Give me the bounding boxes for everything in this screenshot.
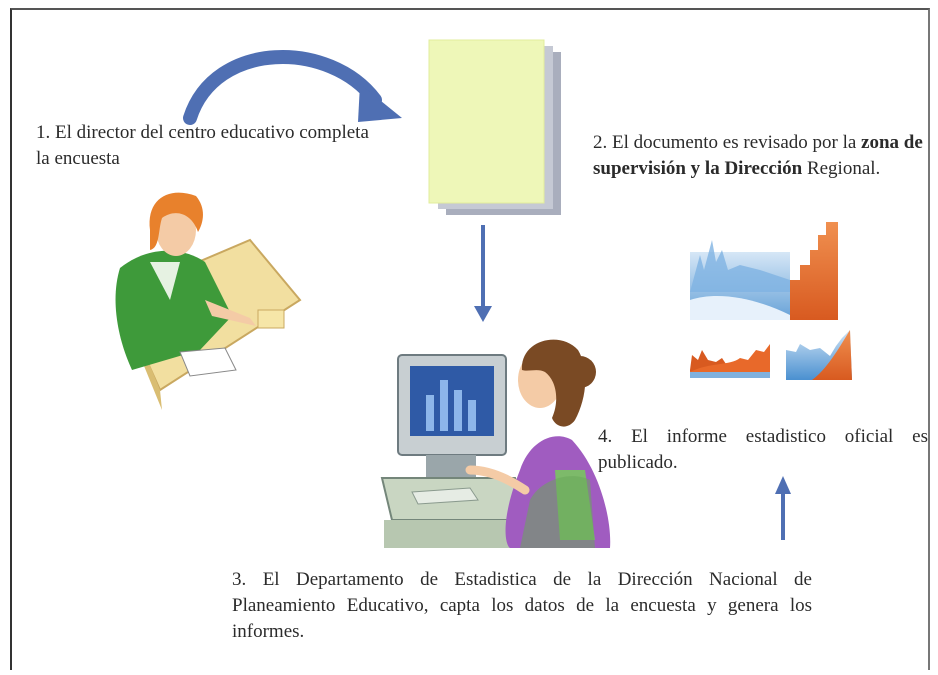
diagram-frame — [10, 8, 930, 670]
step-3-text: 3. El Departamento de Estadistica de la … — [232, 569, 812, 642]
woman-at-desk-icon — [115, 192, 302, 410]
step-4-text: 4. El informe estadistico oficial es pub… — [598, 426, 928, 473]
statistical-report-charts-icon — [690, 222, 852, 380]
curved-arrow-icon — [183, 50, 402, 125]
step-2-text: 2. El documento es revisado por la zona … — [593, 130, 923, 182]
step-1-text: 1. El director del centro educativo comp… — [36, 122, 369, 169]
up-arrow-icon — [775, 476, 791, 540]
step-2-bold: zona de supervisión y la Dirección — [593, 132, 923, 179]
woman-at-computer-icon — [380, 339, 611, 548]
step-2-prefix: 2. El documento es revisado por la — [593, 132, 862, 153]
down-arrow-icon — [474, 225, 492, 322]
document-stack-icon — [428, 39, 561, 215]
step-2-suffix: Regional. — [802, 158, 881, 179]
